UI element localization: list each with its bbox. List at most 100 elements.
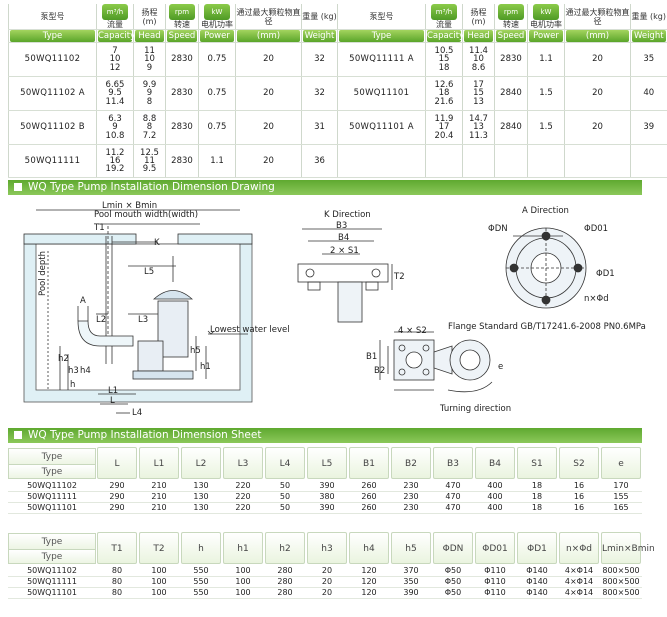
head-value: 9.9 [142,80,157,91]
head-value: 8.8 [142,114,157,125]
cell-value: 220 [222,491,264,503]
cell-value: 100 [138,566,180,577]
cell-value: 100 [222,566,264,577]
capacity-value: 11.2 [105,147,125,158]
head-header: Head [135,30,164,42]
pump-model: 50WQ11102 B [8,110,97,145]
cell-value: 400 [474,502,516,514]
cell-value: 400 [474,491,516,503]
column-header-label: B2 [391,447,431,479]
head-value: 13 [473,96,484,107]
power-header-2: Power [529,30,563,42]
weight-value: 31 [301,110,338,145]
power-value: 0.75 [198,42,236,77]
head-header-cn: 扬程 (m) [133,4,166,30]
h5-label: h5 [190,346,201,356]
h3-label: h3 [68,366,79,376]
sheet2-col-header: h3 [306,530,348,566]
column-header-label: h [181,532,221,564]
head-value: 13 [473,122,484,133]
lmin-label: Lmin × Bmin [102,201,158,211]
power-value: 1.5 [527,76,565,111]
speed-value: 2840 [494,76,528,111]
power-value [527,144,565,178]
column-header-label: S1 [517,447,557,479]
cell-value: 390 [390,587,432,599]
capacity-icon: m³/h [102,4,128,20]
head-values [462,144,495,178]
speed-value: 2830 [165,110,199,145]
cell-value: 80 [96,576,138,588]
sheet2-type-header: Type Type [8,530,96,566]
weight-header-cn: 重量 (kg) [301,4,338,30]
l5-label: L5 [144,267,155,277]
weight-value: 40 [630,76,667,111]
sheet2-col-header: h1 [222,530,264,566]
head-value: 14.7 [469,114,488,125]
column-header-label: L4 [265,447,305,479]
l4-label: L4 [132,408,143,418]
cell-value: 20 [306,576,348,588]
power-value: 0.75 [198,110,236,145]
weight-header-2: Weight [632,30,666,42]
column-header-label: L1 [139,447,179,479]
cell-value: 550 [180,566,222,577]
cell-value: 16 [558,502,600,514]
diameter-value: 20 [235,76,302,111]
capacity-value: 18 [438,88,450,99]
d01-label: ΦD01 [584,224,609,234]
flange-standard-label: Flange Standard GB/T17241.6-2008 PN0.6MP… [448,322,646,332]
cell-value: 350 [390,576,432,588]
sheet1-col-header: L4 [264,445,306,481]
cell-value: 50 [264,481,306,492]
cell-value: 800×500 [600,576,642,588]
capacity-value: 7 [112,46,118,57]
a-direction-label: A Direction [522,206,569,216]
column-header-label: B4 [475,447,515,479]
weight-value [630,144,667,178]
cell-value: 4×Φ14 [558,587,600,599]
head-value: 12.5 [140,147,159,158]
l1-label: L1 [108,386,119,396]
head-value: 8 [146,96,153,107]
cell-value: 550 [180,587,222,599]
drawing-title: WQ Type Pump Installation Dimension Draw… [28,181,275,193]
head-value: 9 [146,62,153,73]
diameter-header: (mm) [237,30,300,42]
cell-value: 120 [348,576,390,588]
head-header-cn-2: 扬程 (m) [462,4,495,30]
cell-value: 260 [348,491,390,503]
cell-value: 290 [96,491,138,503]
a-label: A [80,296,86,306]
diameter-value: 20 [235,144,302,178]
head-value: 10 [473,54,484,65]
cell-value: 80 [96,587,138,599]
type-header-cn-2: 泵型号 [337,4,426,30]
cell-value: 550 [180,576,222,588]
capacity-value: 19.2 [105,164,125,175]
sheet1-col-header: S2 [558,445,600,481]
cell-value: 155 [600,491,642,503]
cell-value: 130 [180,502,222,514]
head-value: 8 [146,122,153,133]
diameter-value: 20 [235,110,302,145]
bullet-square-icon [14,183,22,191]
cell-value: 220 [222,502,264,514]
sheet1-col-header: B4 [474,445,516,481]
diameter-value: 20 [235,42,302,77]
b1-label: B1 [366,352,378,362]
bullet-square-icon [14,431,22,439]
cell-value: Φ50 [432,587,474,599]
head-value: 11 [144,46,155,57]
